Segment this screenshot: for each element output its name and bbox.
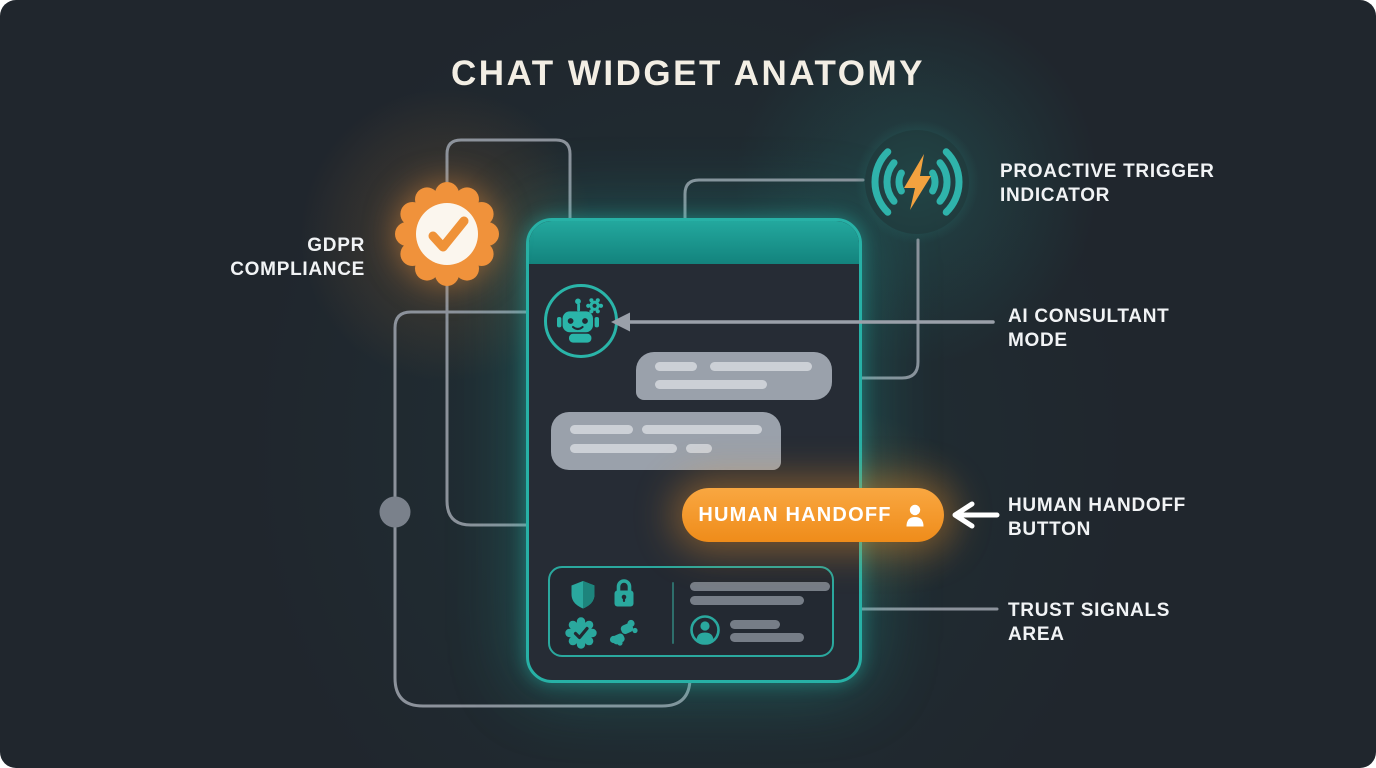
lock-icon	[614, 579, 634, 607]
ai-consultant-mode-label: AI CONSULTANT MODE	[1008, 306, 1170, 351]
proactive-trigger-label: PROACTIVE TRIGGER INDICATOR	[1000, 161, 1215, 206]
skeleton-line	[642, 425, 762, 434]
page-title: CHAT WIDGET ANATOMY	[451, 54, 925, 93]
connector-trigger-to-first-message	[848, 238, 920, 380]
connector-widget-top-to-trigger	[683, 178, 865, 234]
connector-gdpr-to-widget-left	[445, 236, 537, 527]
left-arrow-icon	[952, 501, 1000, 529]
trust-signals-area	[548, 566, 834, 657]
skeleton-line	[690, 582, 830, 591]
human-handoff-button-label: HUMAN HANDOFF	[698, 503, 892, 526]
verified-check-icon	[565, 617, 597, 649]
message-bubble-user	[551, 412, 781, 470]
skeleton-line	[655, 380, 767, 389]
gdpr-check-badge-icon	[387, 174, 507, 299]
chat-widget-header	[529, 221, 859, 264]
handshake-icon	[609, 619, 638, 646]
ai-mode-arrow-icon	[611, 312, 995, 332]
skeleton-line	[655, 362, 697, 371]
gdpr-compliance-label: GDPR COMPLIANCE	[230, 235, 365, 280]
agent-avatar-icon	[690, 615, 720, 645]
skeleton-line	[570, 425, 633, 434]
message-bubble-ai	[636, 352, 832, 400]
connector-left-loop	[393, 310, 692, 708]
shield-icon	[571, 581, 595, 609]
trust-signals-label: TRUST SIGNALS AREA	[1008, 600, 1171, 645]
skeleton-line	[730, 633, 804, 642]
lightning-bolt-icon	[904, 154, 931, 210]
human-handoff-button[interactable]: HUMAN HANDOFF	[682, 488, 944, 542]
handoff-person-icon	[906, 504, 924, 527]
skeleton-line	[710, 362, 812, 371]
connector-gdpr-to-widget-top	[445, 138, 572, 240]
skeleton-line	[686, 444, 712, 453]
proactive-trigger-icon	[852, 117, 982, 252]
human-handoff-annotation-label: HUMAN HANDOFF BUTTON	[1008, 495, 1186, 540]
gear-icon	[586, 298, 604, 314]
trust-divider	[672, 582, 674, 644]
skeleton-line	[690, 596, 804, 605]
skeleton-line	[570, 444, 677, 453]
skeleton-line	[730, 620, 780, 629]
chat-widget	[526, 218, 862, 683]
connector-node-dot	[379, 496, 411, 528]
